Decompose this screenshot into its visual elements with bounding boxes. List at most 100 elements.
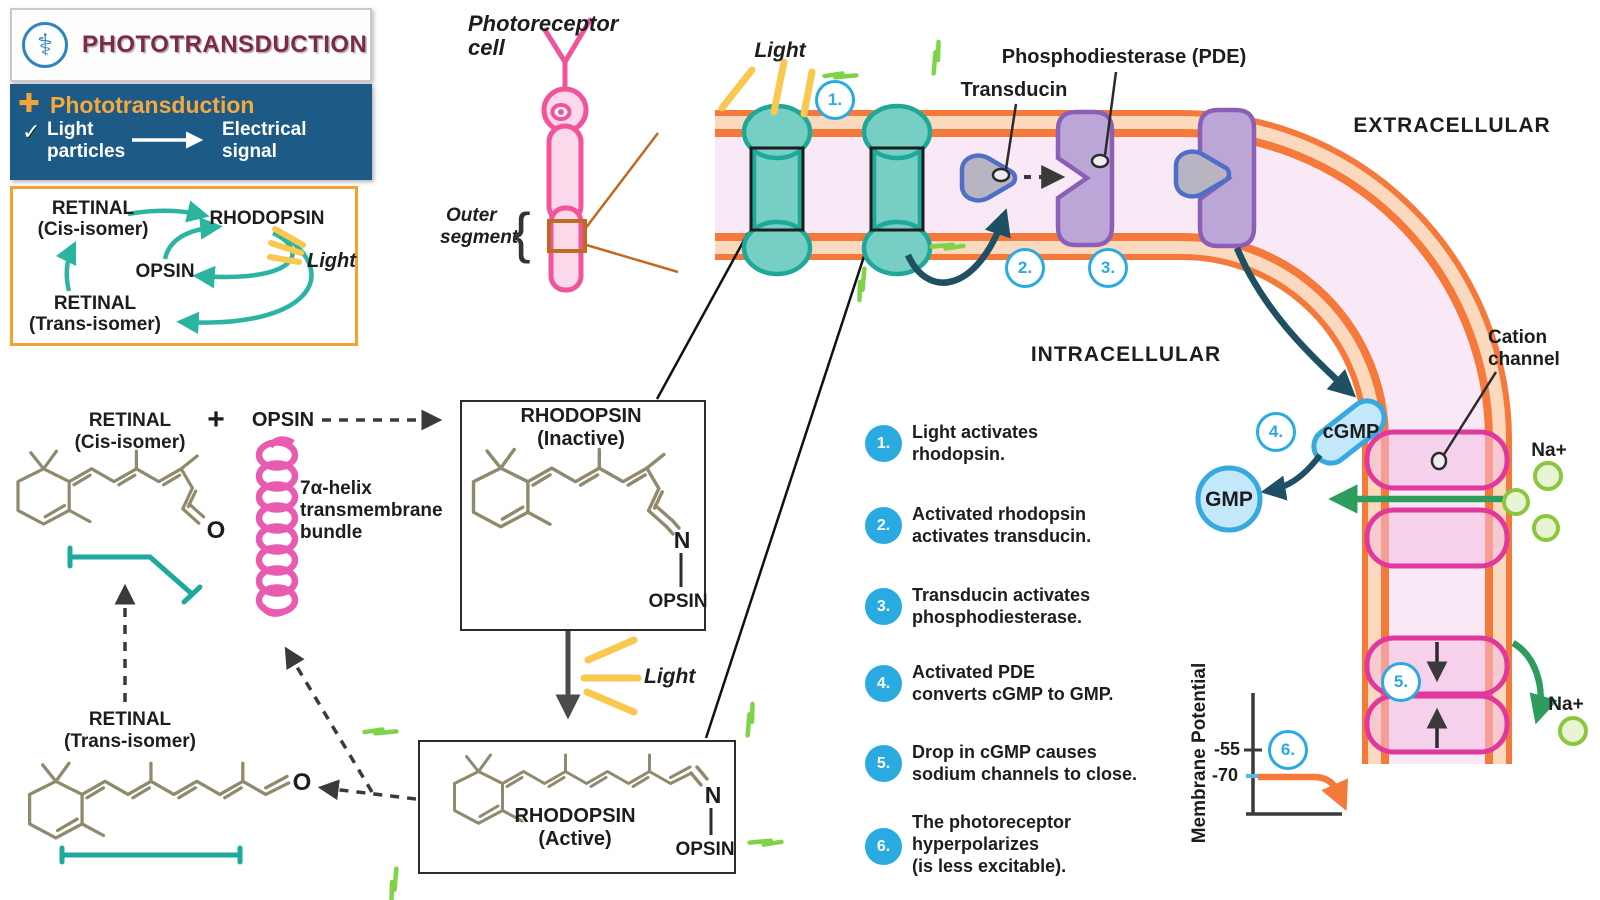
marker-5: 5.	[1381, 662, 1421, 702]
step-2-line1: Activated rhodopsin	[912, 504, 1087, 524]
caduceus-icon: ⚕	[22, 22, 68, 68]
cation-channel-pin	[1430, 371, 1498, 471]
phosphodiesterase-2	[1197, 107, 1257, 249]
step-3-line1: Transducin activates	[912, 585, 1091, 605]
na-ion	[1532, 514, 1560, 542]
rhodopsin-inactive-title-line1: RHODOPSIN	[520, 405, 642, 427]
summary-from-line1: Light	[47, 119, 94, 140]
cation-channel-label-line1: Cation	[1488, 327, 1548, 348]
step-5-line2: sodium channels to close.	[912, 764, 1138, 784]
step-6-badge: 6.	[865, 828, 902, 865]
pde-label: Phosphodiesterase (PDE)	[1001, 46, 1247, 68]
outer-segment-brace: {	[512, 201, 531, 264]
light-label-reaction: Light	[644, 665, 696, 688]
arrow-rhodopsin-to-trans	[176, 231, 314, 335]
retinal-trans-label-line1: RETINAL	[88, 709, 172, 730]
rhodopsin-active-box	[418, 740, 736, 874]
cycle-rhodopsin: RHODOPSIN	[209, 208, 325, 229]
plus-sign: +	[207, 403, 225, 436]
step-6-line2: hyperpolarizes	[912, 834, 1040, 854]
rhodopsin-active-title-line2: (Active)	[538, 828, 612, 850]
opsin-tag-inactive: OPSIN	[648, 591, 708, 612]
opsin-label: OPSIN	[251, 409, 315, 431]
rhodopsin-highlight-box	[749, 146, 805, 232]
summary-title: Phototransduction	[50, 92, 255, 118]
membrane-potential-graph	[1244, 693, 1349, 816]
step-3-badge: 3.	[865, 588, 902, 625]
summary-from-line2: particles	[47, 141, 126, 162]
arrow-rhodopsin-to-opsin	[192, 230, 295, 289]
opsin-tag-active: OPSIN	[675, 839, 735, 860]
retinal-cis-structure	[16, 449, 206, 526]
page-title: PHOTOTRANSDUCTION	[82, 31, 368, 58]
transducin-pin	[991, 167, 1011, 183]
light-rays-reaction	[580, 636, 642, 716]
na-ion	[1502, 488, 1530, 516]
rhodopsin-highlight-box	[869, 146, 925, 232]
cycle-retinal-trans-line1: RETINAL	[53, 293, 137, 314]
summary-panel: ✚ Phototransduction ✓ Light particles El…	[10, 84, 372, 180]
outer-segment-zoom-box	[547, 219, 587, 253]
arrow-rhodopsin-to-transducin	[905, 208, 1011, 286]
cycle-light-label: Light	[307, 250, 356, 272]
step-5-badge: 5.	[865, 745, 902, 782]
step-1-line2: rhodopsin.	[912, 444, 1005, 464]
opsin-helix	[255, 436, 299, 617]
dashed-arrows	[114, 409, 443, 801]
rhodopsin-protein-1	[741, 103, 813, 277]
helix-label-line2: transmembrane	[300, 500, 443, 521]
extracellular-label: EXTRACELLULAR	[1353, 114, 1551, 137]
outer-segment-label-line1: Outer	[446, 205, 497, 226]
header-card: ⚕ PHOTOTRANSDUCTION	[10, 8, 372, 82]
schiff-base-bonds	[664, 518, 709, 787]
marker-3: 3.	[1088, 248, 1128, 288]
rhodopsin-inactive-title-line2: (Inactive)	[537, 428, 625, 450]
retinal-cycle-panel: RETINAL (Cis-isomer) RHODOPSIN OPSIN RET…	[10, 186, 358, 346]
light-rays-cycle	[267, 226, 306, 265]
cgmp-label: cGMP	[1322, 421, 1380, 443]
summary-to-line2: signal	[222, 141, 277, 162]
schiff-n-active: N	[704, 782, 722, 808]
schiff-n-inactive: N	[673, 527, 691, 553]
gmp-label: GMP	[1205, 488, 1253, 511]
disc-membrane	[715, 110, 1512, 764]
marker-2: 2.	[1005, 248, 1045, 288]
phosphodiesterase-1	[1055, 71, 1118, 248]
cycle-retinal-trans-line2: (Trans-isomer)	[29, 314, 161, 335]
step-6-line1: The photoreceptor	[912, 812, 1072, 832]
arrow-sodium-deflected	[1511, 640, 1558, 725]
photoreceptor-cell	[541, 17, 679, 293]
aldehyde-o-cis: O	[206, 517, 226, 544]
trans-straight-bracket	[59, 845, 243, 865]
cycle-retinal-cis-line1: RETINAL	[51, 198, 135, 219]
n-opsin-links	[679, 553, 713, 835]
rhodopsin-inactive-box	[460, 400, 706, 631]
step-4-badge: 4.	[865, 665, 902, 702]
graph-tick-70: -70	[1211, 765, 1238, 785]
arrow-trans-to-cis	[55, 240, 77, 292]
aldehyde-o-trans: O	[292, 769, 312, 796]
intracellular-label: INTRACELLULAR	[1030, 343, 1222, 366]
na-ion	[1558, 716, 1588, 746]
cycle-retinal-cis-line2: (Cis-isomer)	[37, 219, 149, 240]
summary-to-line1: Electrical	[222, 119, 307, 140]
step-5-line1: Drop in cGMP causes	[912, 742, 1097, 762]
outer-segment-label-line2: segment	[440, 227, 519, 248]
cis-bent-bracket	[67, 545, 203, 605]
cycle-arrows	[55, 200, 314, 335]
arrow-opsin-to-rhodopsin	[162, 217, 223, 260]
zoom-connector-lines	[655, 231, 874, 739]
helix-label-line3: bundle	[300, 522, 363, 543]
marker-1: 1.	[815, 80, 855, 120]
step-1-badge: 1.	[865, 425, 902, 462]
arrow-cis-to-rhodopsin	[127, 200, 210, 223]
na-ion	[1533, 461, 1563, 491]
marker-4: 4.	[1256, 412, 1296, 452]
pde-pin	[1090, 153, 1110, 169]
step-1-line1: Light activates	[912, 422, 1039, 442]
light-rays-membrane	[718, 58, 816, 118]
na-label-bottom: Na+	[1548, 694, 1584, 715]
gmp-circle	[1195, 465, 1263, 533]
cycle-opsin: OPSIN	[135, 261, 195, 282]
